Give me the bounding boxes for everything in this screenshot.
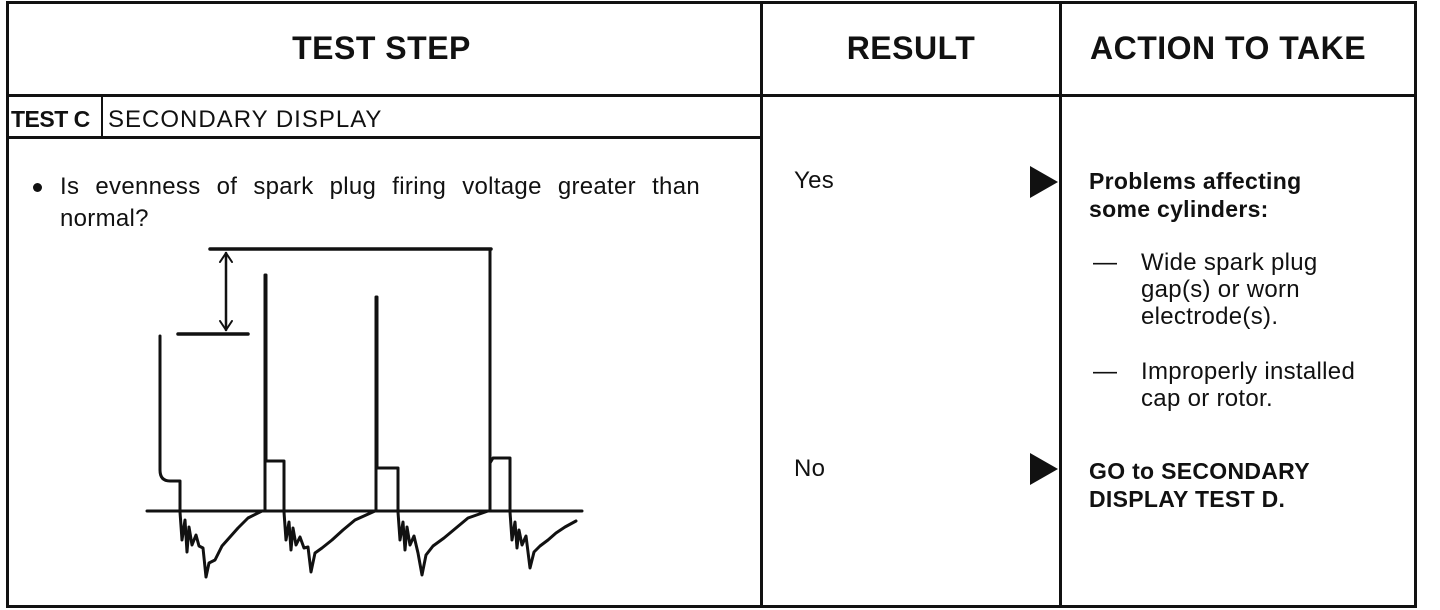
action-yes-item-1-text: Wide spark plug gap(s) or worn electrode… — [1141, 249, 1318, 330]
table-left-border — [6, 1, 9, 608]
table-top-border — [6, 1, 1417, 4]
waveform-cylinder-1 — [158, 334, 264, 579]
header-result: RESULT — [846, 30, 976, 66]
waveform-cylinder-2 — [263, 273, 377, 574]
dash-icon: — — [1093, 249, 1118, 276]
action-yes-title: Problems affecting some cylinders: — [1089, 168, 1302, 222]
action-yes-item-2: — Improperly installed cap or rotor. — [1093, 358, 1413, 418]
action-no-title: GO to SECONDARY DISPLAY TEST D. — [1089, 458, 1310, 512]
test-label-divider — [101, 95, 103, 137]
test-name: SECONDARY DISPLAY — [108, 106, 383, 133]
action-yes-item-1: — Wide spark plug gap(s) or worn electro… — [1093, 249, 1413, 339]
header-test-step: TEST STEP — [292, 30, 471, 66]
action-yes-item-2-text: Improperly installed cap or rotor. — [1141, 358, 1356, 412]
arrow-right-icon — [1030, 166, 1058, 198]
result-no: No — [794, 455, 826, 482]
column-divider-result — [760, 1, 763, 608]
table-bottom-border — [6, 605, 1417, 608]
oscilloscope-secondary-waveform-diagram — [145, 247, 584, 579]
table-right-border — [1414, 1, 1417, 608]
column-divider-action — [1059, 1, 1062, 608]
waveform-cylinder-4 — [488, 456, 578, 570]
waveform-cylinder-3 — [374, 295, 490, 577]
dash-icon: — — [1093, 358, 1118, 385]
header-bottom-border — [6, 94, 1417, 97]
test-title-bottom-border — [6, 136, 763, 139]
test-question: Is evenness of spark plug firing voltage… — [60, 173, 700, 232]
result-yes: Yes — [794, 167, 835, 194]
header-action-to-take: ACTION TO TAKE — [1090, 30, 1367, 66]
bullet-icon — [33, 183, 42, 192]
arrow-right-icon — [1030, 453, 1058, 485]
test-label: TEST C — [11, 106, 90, 132]
